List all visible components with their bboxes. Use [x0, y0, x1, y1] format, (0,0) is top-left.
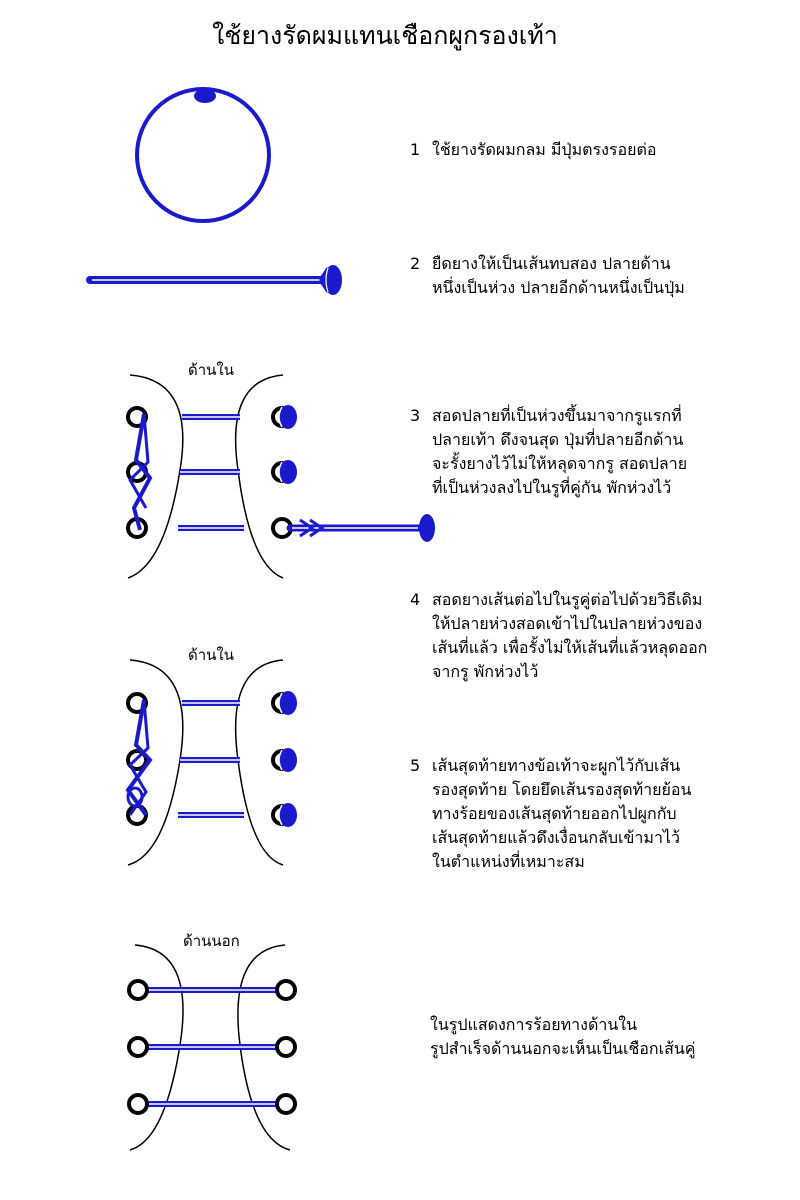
step-3-line-2: ปลายเท้า ดึงจนสุด ปุ่มที่ปลายอีกด้าน [432, 430, 684, 449]
diagram-label-inside-1: ด้านใน [188, 361, 234, 379]
step-4-line-2: ให้ปลายห่วงสอดเข้าไปในปลายห่วงของ [432, 614, 703, 633]
step-4-number: 4 [410, 590, 421, 609]
shoe-diagram-step-3: ด้านใน [126, 361, 435, 579]
step-5-line-3: ทางร้อยของเส้นสุดท้ายออกไปผูกกับ [432, 804, 677, 823]
step-4-line-3: เส้นที่แล้ว เพื่อรั้งไม่ให้เส้นที่แล้วหล… [432, 638, 708, 657]
final-note-line-1: ในรูปแสดงการร้อยทางด้านใน [430, 1015, 638, 1034]
diagram-label-outside: ด้านนอก [183, 932, 240, 950]
final-note: ในรูปแสดงการร้อยทางด้านใน รูปสำเร็จด้านน… [430, 1013, 695, 1061]
step-5: 5 เส้นสุดท้ายทางข้อเท้าจะผูกไว้กับเส้น ร… [410, 754, 691, 874]
step-5-line-5: ในตำแหน่งที่เหมาะสม [432, 852, 585, 871]
step-2-line-1: ยืดยางให้เป็นเส้นทบสอง ปลายด้าน [432, 254, 671, 273]
step-3-number: 3 [410, 406, 421, 425]
step-2-line-2: หนึ่งเป็นห่วง ปลายอีกด้านหนึ่งเป็นปุ่ม [432, 278, 685, 297]
diagram-label-inside-2: ด้านใน [188, 646, 234, 664]
step-2-number: 2 [410, 254, 421, 273]
step-3-line-4: ที่เป็นห่วงลงไปในรูที่คู่กัน พักห่วงไว้ [432, 478, 672, 497]
page-title: ใช้ยางรัดผมแทนเชือกผูกรองเท้า [212, 21, 558, 50]
final-note-line-2: รูปสำเร็จด้านนอกจะเห็นเป็นเชือกเส้นคู่ [430, 1039, 696, 1058]
step-3-line-1: สอดปลายที่เป็นห่วงขึ้นมาจากรูแรกที่ [432, 406, 682, 425]
step-4-line-1: สอดยางเส้นต่อไปในรูคู่ต่อไปด้วยวิธีเดิม [432, 590, 703, 609]
step-2: 2 ยืดยางให้เป็นเส้นทบสอง ปลายด้าน หนึ่งเ… [410, 252, 685, 300]
hair-tie-ring-illustration [135, 87, 271, 223]
shoe-diagram-outside: ด้านนอก [127, 932, 297, 1151]
stretched-band-illustration [86, 265, 342, 295]
step-5-line-1: เส้นสุดท้ายทางข้อเท้าจะผูกไว้กับเส้น [432, 756, 681, 775]
step-3: 3 สอดปลายที่เป็นห่วงขึ้นมาจากรูแรกที่ ปล… [410, 404, 687, 500]
step-5-line-4: เส้นสุดท้ายแล้วดึงเงื่อนกลับเข้ามาไว้ [432, 828, 680, 847]
step-5-line-2: รองสุดท้าย โดยยึดเส้นรองสุดท้ายย้อน [432, 780, 692, 799]
step-5-number: 5 [410, 756, 421, 775]
step-1-line-1: ใช้ยางรัดผมกลม มีปุ่มตรงรอยต่อ [432, 140, 657, 159]
step-1-number: 1 [410, 140, 421, 159]
step-4: 4 สอดยางเส้นต่อไปในรูคู่ต่อไปด้วยวิธีเดิ… [410, 588, 707, 684]
step-1: 1 ใช้ยางรัดผมกลม มีปุ่มตรงรอยต่อ [410, 138, 657, 162]
step-4-line-4: จากรู พักห่วงไว้ [432, 662, 539, 681]
step-3-line-3: จะรั้งยางไว้ไม่ให้หลุดจากรู สอดปลาย [432, 454, 688, 473]
shoe-diagram-step-4-5: ด้านใน [125, 646, 297, 866]
